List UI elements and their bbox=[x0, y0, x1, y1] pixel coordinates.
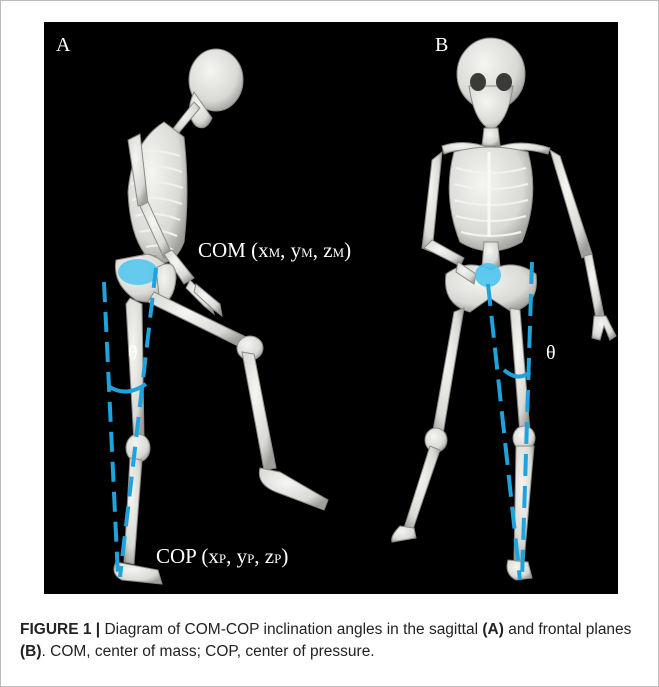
skeleton-illustration bbox=[44, 22, 618, 594]
sagittal-skeleton bbox=[114, 49, 328, 584]
com-marker-a bbox=[118, 259, 158, 285]
caption-title: FIGURE 1 | bbox=[20, 621, 100, 638]
theta-label-a: θ bbox=[128, 342, 138, 365]
figure-caption: FIGURE 1 | Diagram of COM-COP inclinatio… bbox=[20, 619, 640, 663]
caption-ref-a: (A) bbox=[482, 621, 504, 638]
caption-ref-b: (B) bbox=[20, 643, 42, 660]
com-marker-b bbox=[475, 263, 501, 287]
panel-label-b: B bbox=[435, 34, 448, 57]
com-label: COM (xM, yM, zM) bbox=[198, 238, 351, 263]
figure-image: A B COM (xM, yM, zM) COP (xP, yP, zP) θ … bbox=[44, 22, 618, 594]
frontal-skeleton bbox=[392, 38, 616, 580]
panel-label-a: A bbox=[56, 34, 70, 57]
theta-label-b: θ bbox=[546, 342, 556, 365]
cop-label: COP (xP, yP, zP) bbox=[156, 544, 288, 569]
